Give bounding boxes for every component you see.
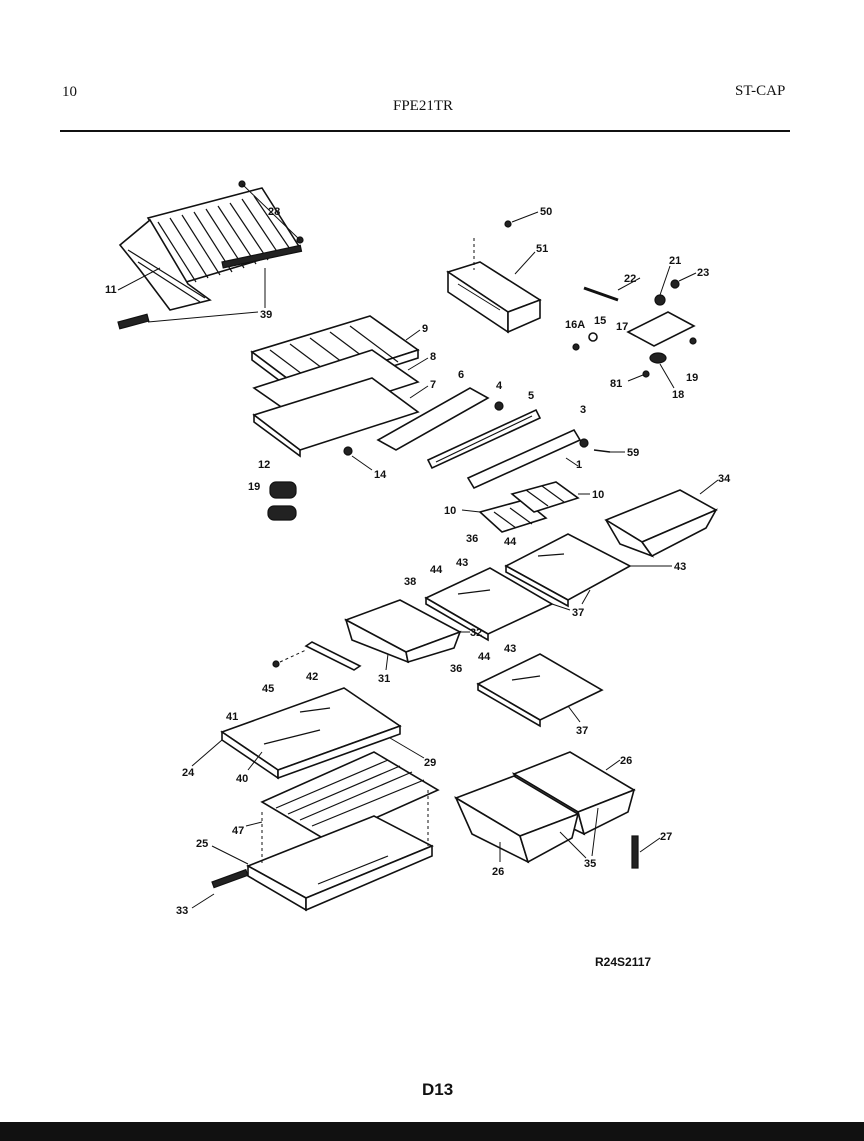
callout-23: 23 [697,267,709,279]
callout-8: 8 [430,351,436,363]
control-assembly [572,279,697,378]
callout-31: 31 [378,673,390,685]
callout-81: 81 [610,378,622,390]
callout-59: 59 [627,447,639,459]
callout-26-right: 26 [620,755,632,767]
callout-39: 39 [260,309,272,321]
callout-47: 47 [232,825,244,837]
page-code: D13 [422,1080,454,1099]
callout-32: 32 [470,627,482,639]
callout-43-low: 43 [504,643,516,655]
callout-36-top: 36 [466,533,478,545]
shelf-bracket [446,220,542,334]
callout-35: 35 [584,858,596,870]
callout-38: 38 [404,576,416,588]
callout-17: 17 [616,321,628,333]
callout-50: 50 [540,206,552,218]
callout-19-top: 19 [686,372,698,384]
glass-shelf-stack [250,315,420,458]
cantilever-shelf-middle [424,567,554,642]
callout-36-low: 36 [450,663,462,675]
callout-7: 7 [430,379,436,391]
callout-28: 28 [268,206,280,218]
section-code: ST-CAP [735,83,786,99]
crisper-glass-cover [220,687,402,780]
callout-37-top: 37 [572,607,584,619]
callout-41: 41 [226,711,238,723]
callout-1: 1 [576,459,582,471]
callout-42: 42 [306,671,318,683]
shelf-support-rail [272,641,362,671]
page-number: 10 [62,84,77,100]
callout-4: 4 [496,380,503,392]
callout-14: 14 [374,469,387,481]
callout-21: 21 [669,255,681,267]
callout-16a: 16A [565,319,585,331]
callout-11: 11 [105,284,117,296]
callout-26-bottom: 26 [492,866,504,878]
callout-12: 12 [258,459,270,471]
ice-trays [478,481,580,533]
cantilever-shelf-lower [476,653,604,728]
callout-24: 24 [182,767,195,779]
callout-51: 51 [536,243,548,255]
callout-18: 18 [672,389,684,401]
callout-40: 40 [236,773,248,785]
callout-19-left: 19 [248,481,260,493]
freezer-wire-shelf [117,180,304,330]
bottom-border [0,1122,864,1141]
shelf-rails [343,387,611,490]
callout-6: 6 [458,369,464,381]
callout-29: 29 [424,757,436,769]
callout-44-low: 44 [478,651,491,663]
crisper-drawers [454,751,639,869]
crisper-frame [211,751,440,912]
callout-10-right: 10 [592,489,604,501]
callout-34: 34 [718,473,731,485]
callout-3: 3 [580,404,586,416]
callout-10-left: 10 [444,505,456,517]
callout-27: 27 [660,831,672,843]
callout-44-mid: 44 [430,564,443,576]
callout-33: 33 [176,905,188,917]
callout-15: 15 [594,315,606,327]
header-rule [60,130,790,132]
callout-25: 25 [196,838,208,850]
callout-43-right: 43 [674,561,686,573]
callout-45: 45 [262,683,274,695]
callout-22: 22 [624,273,636,285]
callout-37-low: 37 [576,725,588,737]
cam-parts [267,481,297,521]
callout-44-top: 44 [504,536,517,548]
callout-43-mid: 43 [456,557,468,569]
model-number: FPE21TR [393,98,454,114]
figure-code: R24S2117 [595,955,652,969]
dairy-drawer [344,599,462,664]
meat-pan [604,489,718,558]
callout-9: 9 [422,323,428,335]
callout-5: 5 [528,390,534,402]
